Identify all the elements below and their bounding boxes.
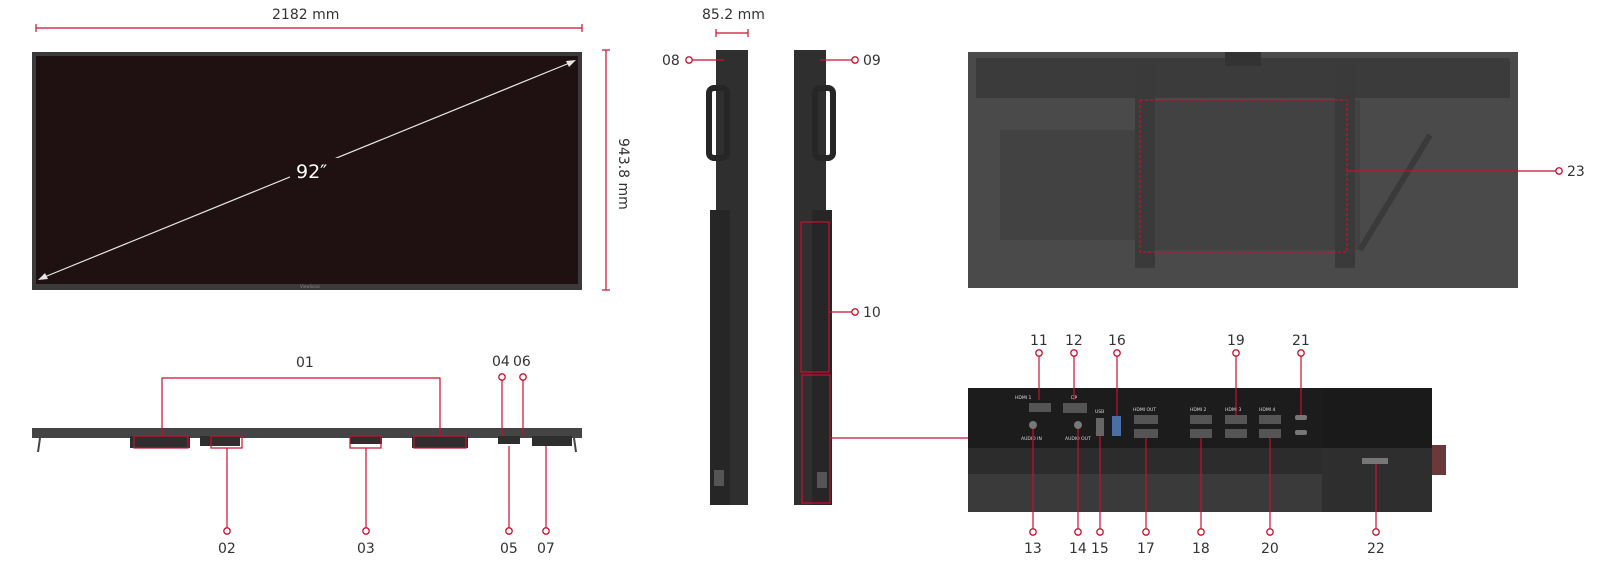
hdmi1-port <box>1029 403 1051 412</box>
svg-text:USB: USB <box>1095 409 1104 415</box>
callout-13: 13 <box>1024 541 1042 557</box>
depth-label: 85.2 mm <box>702 7 765 23</box>
depth-dimension: 85.2 mm <box>702 7 765 37</box>
callout-04: 04 <box>492 354 510 370</box>
callout-09: 09 <box>863 53 881 69</box>
right-side-view: 09 10 <box>794 50 970 505</box>
front-view: ViewSonic 92″ <box>32 52 582 290</box>
callout-11: 11 <box>1030 333 1048 349</box>
back-view: 23 <box>968 52 1585 288</box>
callout-14: 14 <box>1069 541 1087 557</box>
callout-06: 06 <box>513 354 531 370</box>
audio-in-jack <box>1029 421 1037 429</box>
callout-19: 19 <box>1227 333 1245 349</box>
hdmi-out-port <box>1134 415 1158 424</box>
svg-text:HDMI 4: HDMI 4 <box>1259 407 1275 413</box>
svg-text:HDMI 3: HDMI 3 <box>1225 407 1241 413</box>
callout-07: 07 <box>537 541 555 557</box>
callout-18: 18 <box>1192 541 1210 557</box>
callout-23: 23 <box>1567 164 1585 180</box>
callout-21: 21 <box>1292 333 1310 349</box>
callout-08: 08 <box>662 53 680 69</box>
callout-01: 01 <box>296 355 314 371</box>
svg-text:HDMI 1: HDMI 1 <box>1015 395 1031 401</box>
hdmi3-port <box>1225 415 1247 424</box>
dp-port <box>1063 403 1087 413</box>
usb-port-16 <box>1112 416 1121 436</box>
callout-05: 05 <box>500 541 518 557</box>
callout-12: 12 <box>1065 333 1083 349</box>
arrow-head-top <box>566 60 576 67</box>
slot-module <box>1362 458 1388 464</box>
width-label: 2182 mm <box>272 7 339 23</box>
usb-c-port <box>1295 415 1307 420</box>
width-dimension: 2182 mm <box>35 7 583 32</box>
bottom-view: 01 02 03 04 06 05 07 <box>32 354 582 557</box>
callout-16: 16 <box>1108 333 1126 349</box>
callout-15: 15 <box>1091 541 1109 557</box>
usb-port-15 <box>1096 418 1104 436</box>
height-label: 943.8 mm <box>615 138 631 210</box>
callout-20: 20 <box>1261 541 1279 557</box>
audio-out-jack <box>1074 421 1082 429</box>
arrow-head-bottom <box>38 273 48 280</box>
callout-22: 22 <box>1367 541 1385 557</box>
brand-logo: ViewSonic <box>300 284 320 289</box>
diagonal-size-label: 92″ <box>296 161 327 183</box>
hdmi2-port <box>1190 415 1212 424</box>
hdmi4-port <box>1259 415 1281 424</box>
svg-text:HDMI OUT: HDMI OUT <box>1133 407 1156 413</box>
left-side-view: 08 <box>662 50 748 505</box>
height-dimension: 943.8 mm <box>602 49 631 291</box>
svg-text:HDMI 2: HDMI 2 <box>1190 407 1206 413</box>
callout-02: 02 <box>218 541 236 557</box>
callout-17: 17 <box>1137 541 1155 557</box>
callout-03: 03 <box>357 541 375 557</box>
callout-10: 10 <box>863 305 881 321</box>
io-panel: HDMI 1 DP AUDIO IN AUDIO OUT USB HDMI OU… <box>968 333 1446 557</box>
svg-text:AUDIO IN: AUDIO IN <box>1021 436 1042 442</box>
